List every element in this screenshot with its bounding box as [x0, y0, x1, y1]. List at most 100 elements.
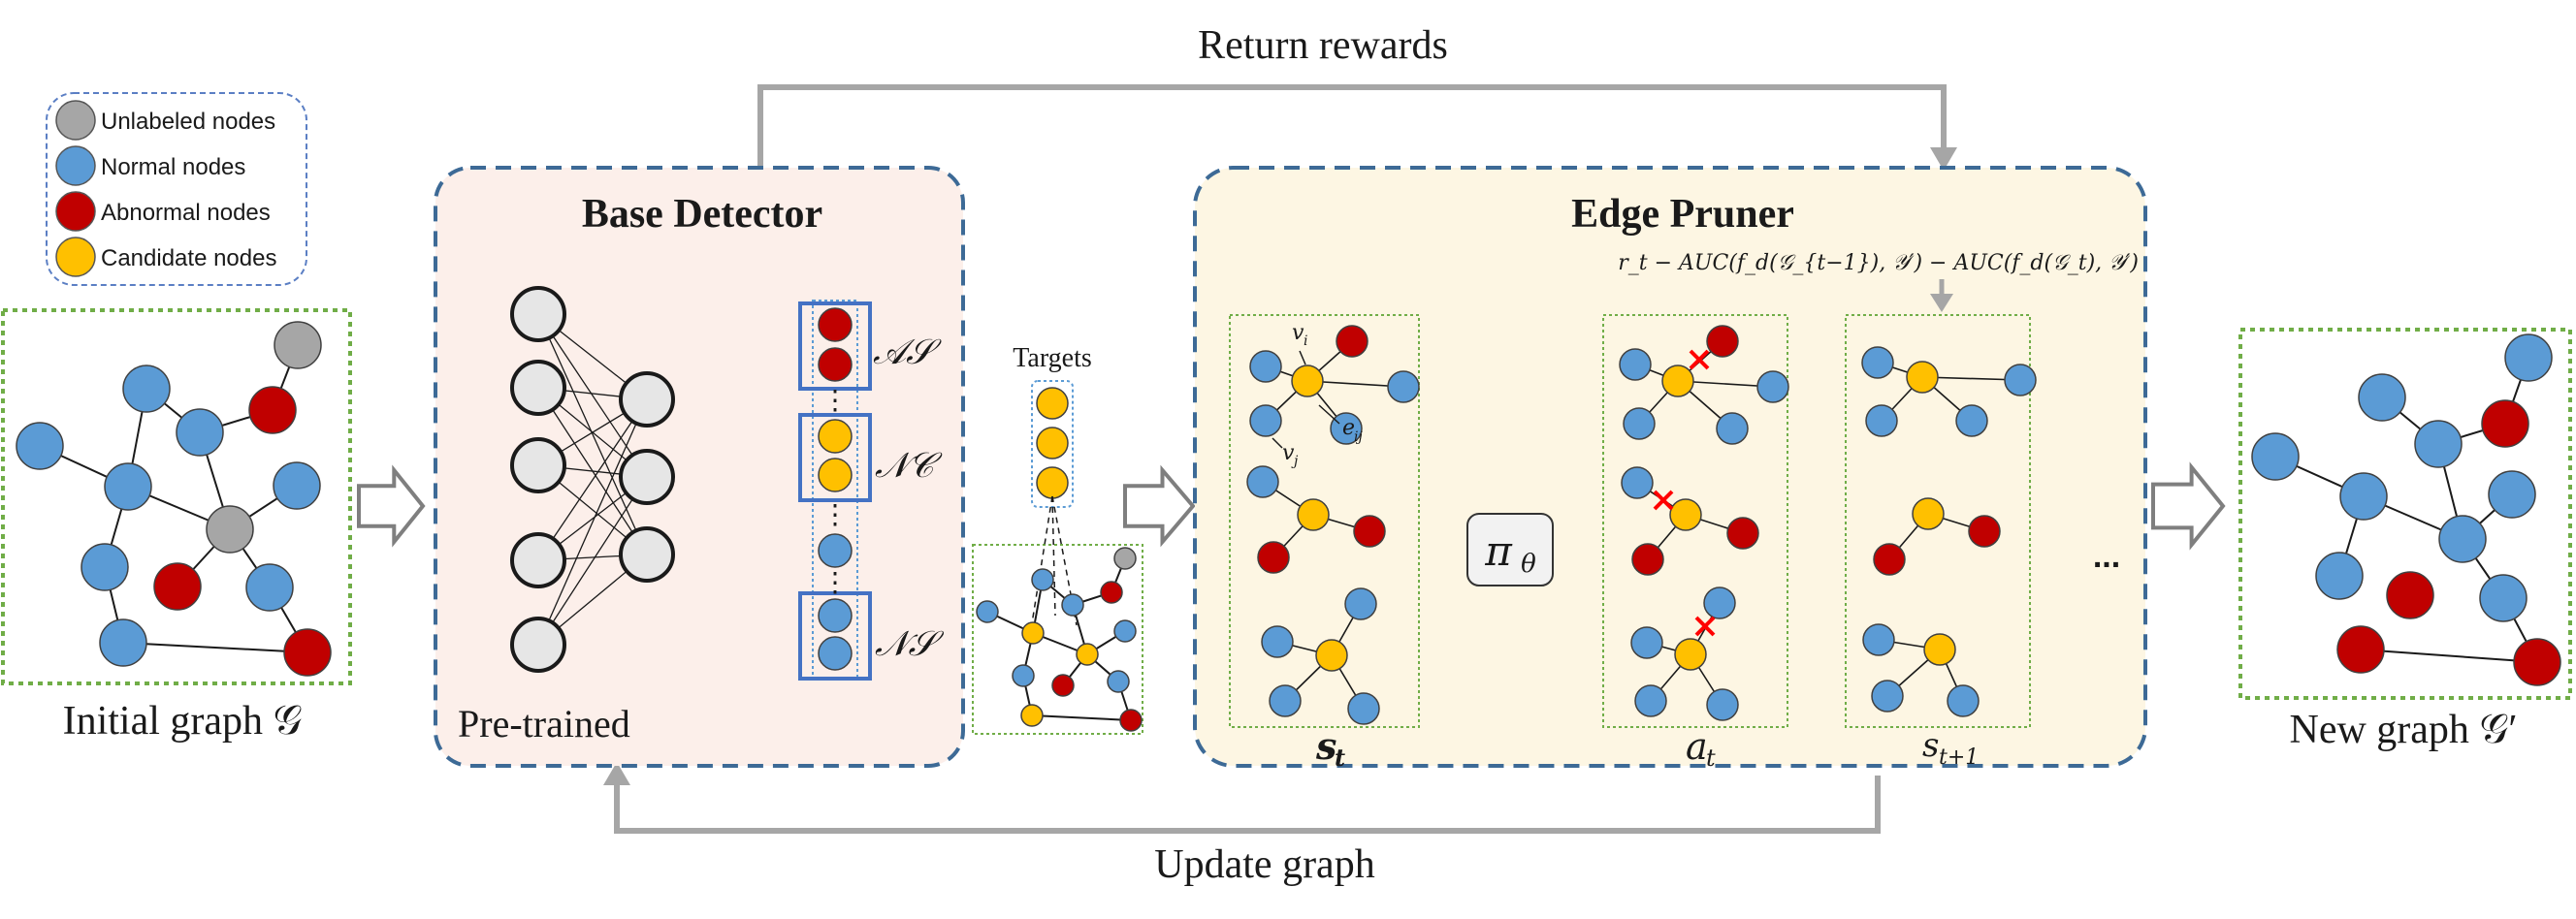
- edge-pruner-title: Edge Pruner: [1571, 192, 1794, 237]
- legend-swatch: [55, 100, 96, 141]
- graph-node: [1674, 638, 1707, 671]
- target-node: [1036, 387, 1069, 420]
- graph-node: [1031, 568, 1054, 591]
- action-label: a: [1686, 725, 1708, 768]
- pruned-edge-mark: [1689, 349, 1710, 370]
- graph-node: [1249, 350, 1282, 383]
- flow-arrow: [2151, 461, 2226, 551]
- initial-graph-frame: [1, 308, 352, 685]
- graph-node: [1249, 404, 1282, 437]
- set-nc-label: 𝒩𝒞: [875, 446, 943, 486]
- graph-node: [1756, 370, 1789, 403]
- eij-pointer: [1318, 404, 1340, 425]
- legend-label: Abnormal nodes: [101, 200, 271, 226]
- vi-pointer: [1299, 350, 1306, 365]
- graph-node: [1113, 619, 1137, 643]
- nn-neuron: [510, 286, 566, 342]
- graph-node: [1107, 670, 1130, 693]
- legend-swatch: [55, 191, 96, 232]
- graph-node: [1113, 547, 1137, 570]
- graph-node: [1100, 581, 1123, 604]
- graph-node: [1020, 704, 1044, 727]
- small-graph-frame: [972, 544, 1143, 735]
- graph-node: [1706, 325, 1739, 358]
- target-node: [1036, 466, 1069, 499]
- target-node: [1036, 427, 1069, 460]
- nn-edge: [537, 313, 648, 478]
- graph-node: [1906, 361, 1939, 394]
- state-label: s: [1315, 724, 1336, 768]
- graph-node: [1269, 684, 1302, 717]
- graph-node: [1631, 543, 1664, 576]
- graph-node: [1630, 626, 1663, 659]
- graph-node: [2251, 432, 2300, 481]
- edge-pruner-panel: Edge Pruner r_t − AUC(f_d(𝒢_{t−1}), 𝒴′) …: [1193, 166, 2147, 772]
- graph-node: [1947, 684, 1980, 717]
- graph-node: [1291, 364, 1324, 397]
- graph-node: [1353, 515, 1386, 548]
- next-state-label: s: [1922, 726, 1939, 765]
- graph-node: [176, 408, 224, 457]
- graph-node: [245, 563, 294, 612]
- graph-node: [1661, 364, 1694, 397]
- graph-edge: [122, 642, 308, 653]
- flow-arrow: [357, 464, 426, 548]
- graph-node: [1873, 543, 1906, 576]
- small-graph: [976, 495, 1143, 732]
- graph-node: [206, 505, 254, 554]
- graph-node: [80, 543, 129, 591]
- legend-label: Candidate nodes: [101, 245, 276, 271]
- set-ns-label: 𝒩𝒮: [875, 624, 944, 664]
- update-graph-arrow: [603, 762, 1881, 834]
- update-graph-label: Update graph: [1154, 842, 1374, 887]
- graph-node: [2504, 333, 2553, 382]
- action-sub: t: [1706, 745, 1716, 772]
- graph-node: [2004, 364, 2037, 396]
- set-as-label: 𝒜𝒮: [873, 333, 942, 372]
- vi-label: v: [1292, 321, 1304, 345]
- nn-edge: [537, 313, 648, 555]
- graph-node: [1257, 541, 1290, 574]
- graph-node: [2479, 574, 2528, 622]
- reward-down-arrow: [1930, 279, 1953, 312]
- new-graph-label: New graph 𝒢′: [2289, 708, 2517, 752]
- graph-node: [1912, 497, 1945, 530]
- score-node: [818, 636, 853, 671]
- graph-node: [1336, 325, 1368, 358]
- graph-node: [1344, 587, 1377, 620]
- graph-node: [2339, 472, 2388, 521]
- nn-edge: [537, 398, 648, 646]
- graph-node: [2358, 373, 2406, 422]
- vj-label: v: [1282, 441, 1295, 465]
- graph-node: [104, 462, 152, 511]
- graph-node: [2513, 638, 2561, 686]
- dots-3: ⋮: [821, 567, 849, 597]
- graph-edge: [1031, 495, 1053, 624]
- graph-node: [274, 321, 322, 369]
- legend-swatch: [55, 237, 96, 277]
- graph-node: [1634, 684, 1667, 717]
- pruned-edge-mark: [1694, 616, 1716, 637]
- as-group-box: [798, 301, 872, 391]
- graph-node: [1261, 625, 1294, 658]
- state-frame: [1229, 314, 1420, 728]
- next-state-frame: [1845, 314, 2031, 728]
- policy-box: [1466, 513, 1554, 586]
- graph-node: [1669, 498, 1702, 531]
- pruned-edge-mark: [1653, 490, 1674, 511]
- graph-node: [1862, 623, 1895, 656]
- dots-2: ⋮: [821, 499, 849, 529]
- nn-neuron: [510, 532, 566, 588]
- graph-node: [283, 628, 332, 677]
- graph-node: [1865, 404, 1898, 437]
- graph-node: [2481, 399, 2529, 448]
- vj-sub: j: [1291, 454, 1299, 469]
- graph-node: [1012, 664, 1035, 687]
- score-node: [818, 307, 853, 342]
- nn-edge: [537, 398, 648, 561]
- graph-node: [976, 600, 999, 623]
- graph-node: [1330, 412, 1363, 445]
- nn-neuron: [510, 360, 566, 416]
- policy-label: π: [1484, 527, 1513, 575]
- graph-node: [2386, 571, 2434, 619]
